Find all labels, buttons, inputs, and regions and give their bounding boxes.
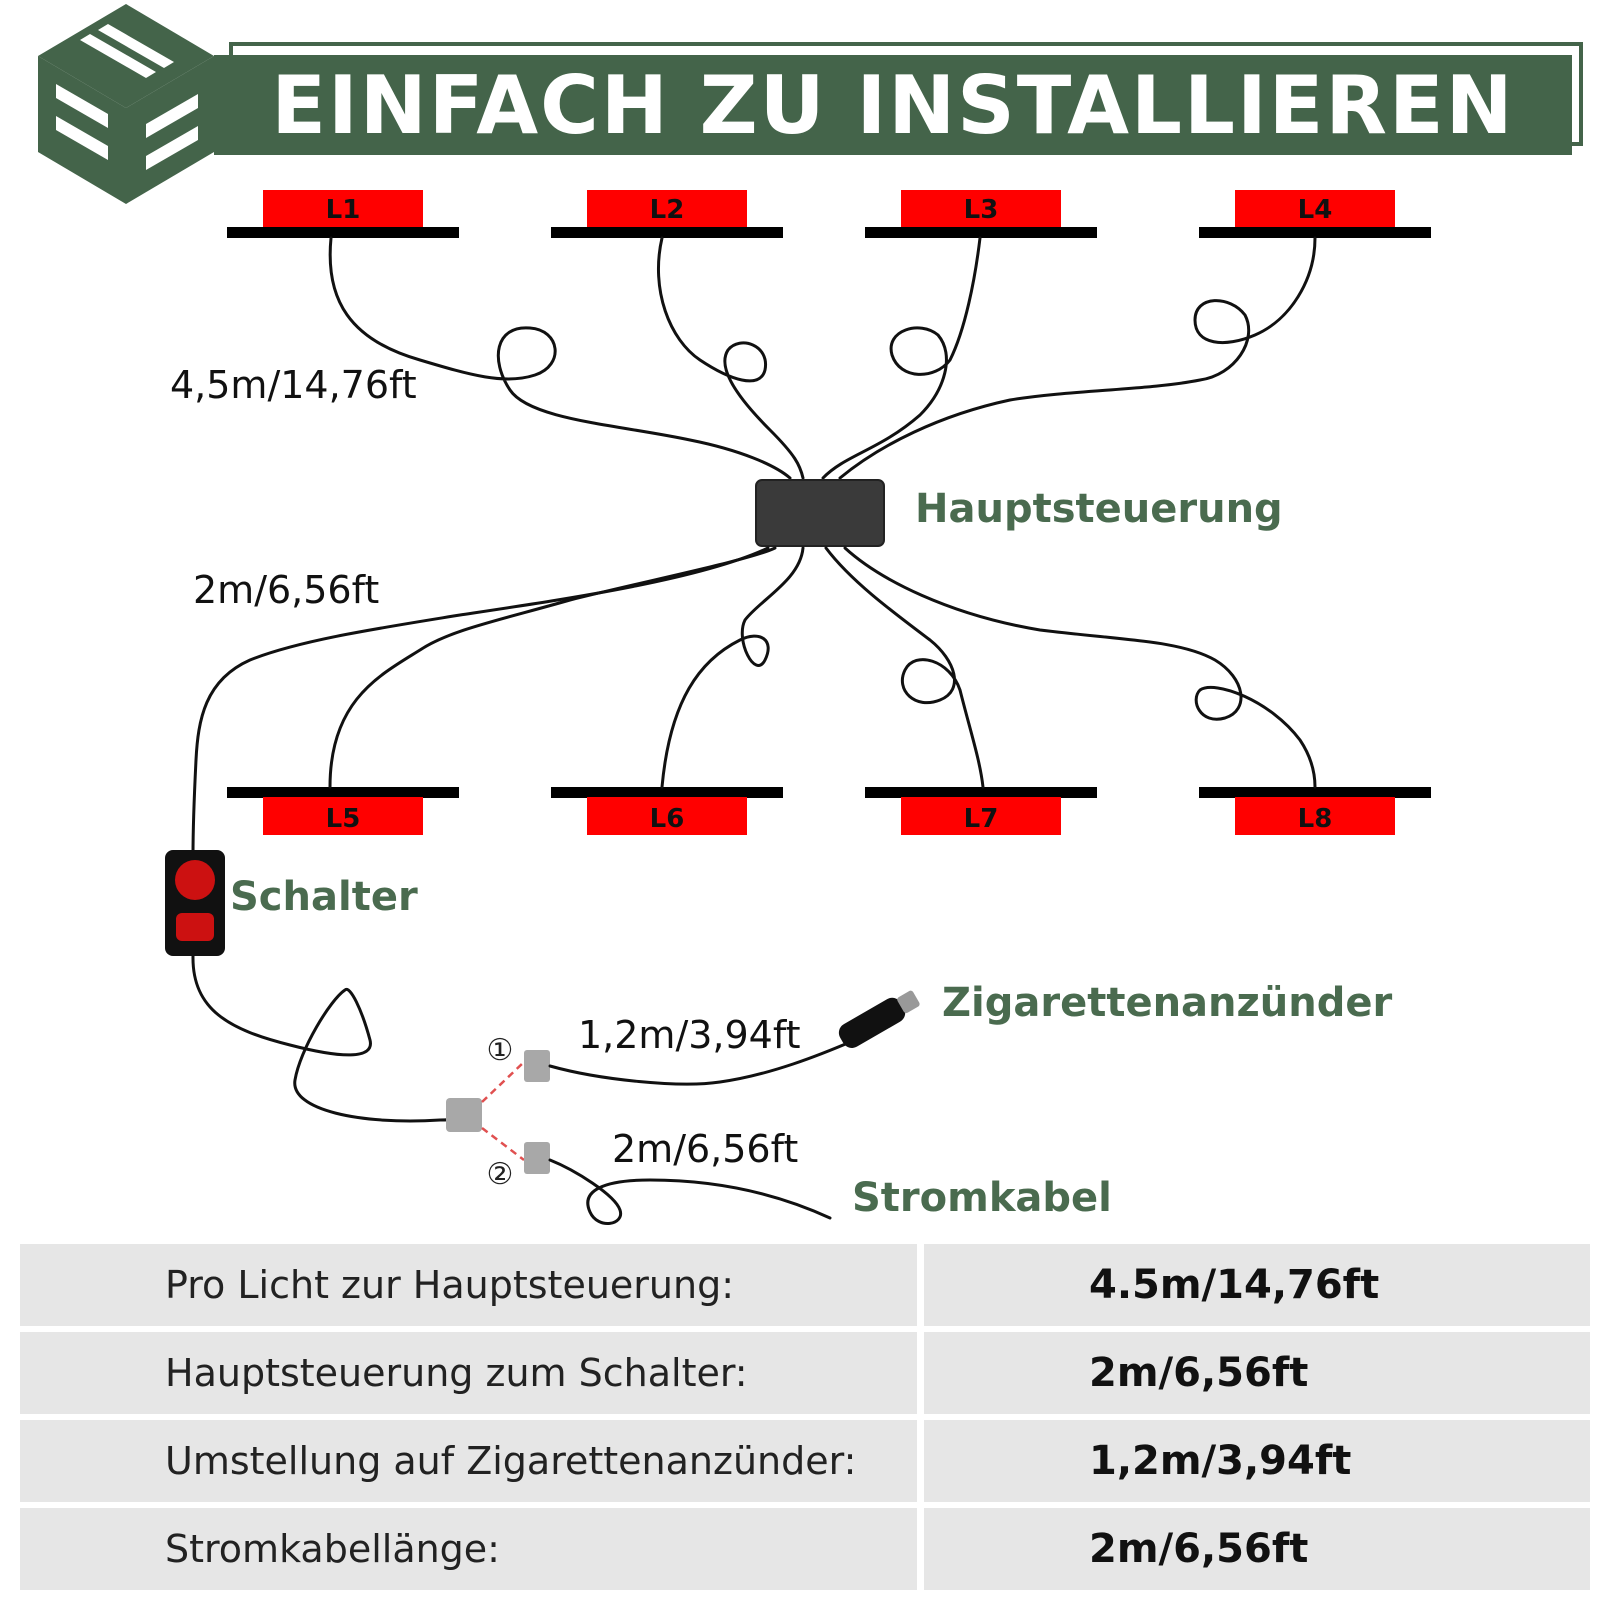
light-label: L6 [650,804,685,834]
light-l7: L7 [865,787,1097,835]
length-label-lights: 4,5m/14,76ft [170,363,417,407]
spec-label: Umstellung auf Zigarettenanzünder: [20,1420,917,1502]
length-label-power: 2m/6,56ft [612,1127,798,1171]
marker-2: ② [487,1157,514,1192]
brand-logo-icon [38,4,214,204]
wires-bottom [191,546,1317,857]
wires-top [328,236,1317,480]
cigarette-plug-icon [838,990,920,1048]
wire-switch-to-splitter [191,954,467,1123]
power-cable-label: Stromkabel [852,1175,1112,1221]
light-l2: L2 [551,190,783,238]
switch-label: Schalter [230,874,418,920]
spec-value: 1,2m/3,94ft [924,1420,1590,1502]
spec-value: 2m/6,56ft [924,1332,1590,1414]
spec-label: Stromkabellänge: [20,1508,917,1590]
light-label: L3 [964,195,999,225]
switch-box [165,850,225,956]
length-label-cigarette: 1,2m/3,94ft [578,1013,800,1057]
light-label: L4 [1298,195,1333,225]
light-l5: L5 [227,787,459,835]
spec-label: Hauptsteuerung zum Schalter: [20,1332,917,1414]
table-row: Pro Licht zur Hauptsteuerung: 4.5m/14,76… [20,1244,1590,1326]
page-title: EINFACH ZU INSTALLIEREN [271,58,1515,152]
spec-value: 2m/6,56ft [924,1508,1590,1590]
light-l1: L1 [227,190,459,238]
spec-value: 4.5m/14,76ft [924,1244,1590,1326]
y-splitter: ① ② [446,1033,550,1192]
light-label: L8 [1298,804,1333,834]
spec-table: Pro Licht zur Hauptsteuerung: 4.5m/14,76… [20,1244,1590,1596]
wiring-diagram: L1 L2 L3 L4 L5 L6 L7 L8 [165,190,1431,1225]
light-l3: L3 [865,190,1097,238]
spec-label: Pro Licht zur Hauptsteuerung: [20,1244,917,1326]
light-label: L5 [326,804,361,834]
wire-power [548,1158,832,1225]
light-label: L7 [964,804,999,834]
light-label: L2 [650,195,685,225]
light-l6: L6 [551,787,783,835]
controller-label: Hauptsteuerung [915,486,1283,532]
marker-1: ① [487,1033,514,1068]
light-l8: L8 [1199,787,1431,835]
table-row: Stromkabellänge: 2m/6,56ft [20,1508,1590,1590]
light-label: L1 [326,195,361,225]
light-l4: L4 [1199,190,1431,238]
table-row: Hauptsteuerung zum Schalter: 2m/6,56ft [20,1332,1590,1414]
table-row: Umstellung auf Zigarettenanzünder: 1,2m/… [20,1420,1590,1502]
cigarette-label: Zigarettenanzünder [942,980,1393,1026]
length-label-controller-switch: 2m/6,56ft [193,568,379,612]
header-banner: EINFACH ZU INSTALLIEREN [214,55,1572,155]
wire-cigarette [548,1038,857,1086]
main-controller-box [755,479,885,547]
